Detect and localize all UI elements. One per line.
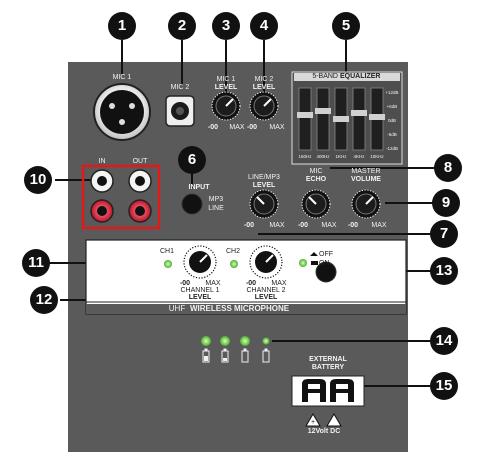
rca-jack-red-in [90,199,114,223]
mic1-level-label-bottom: LEVEL [214,84,238,91]
eq-freq-5: 10KHz [370,154,384,159]
rca-jack-red-out [128,199,152,223]
eq-db-1: +12dB [385,90,399,95]
channel2-label-top: CHANNEL 2 [246,287,286,294]
mic1-level-label-top: MIC 1 [216,76,236,83]
eq-db-3: 0dB [387,118,396,123]
wireless-panel [85,239,407,315]
input-label: INPUT [188,184,210,191]
ch1-led [164,260,172,268]
eq-freq-1: 160Hz [298,154,312,159]
off-label: OFF [319,251,333,258]
mic1-min-label: -00 [207,124,219,131]
ch2-led [230,260,238,268]
power-led [299,259,307,267]
eq-title-b: EQUALIZER [340,73,381,80]
eq-db-5: -12dB [385,146,398,151]
battery-leds [201,336,270,346]
mic-echo-label-bottom: ECHO [305,176,327,183]
callout-5: 5 [332,12,360,40]
line-min-label: -00 [243,222,255,229]
mic2-level-knob [249,91,279,121]
callout-7: 7 [430,220,458,248]
line-mp3-label-bottom: LEVEL [252,182,276,189]
ch1-max-label: MAX [205,280,221,287]
xlr-socket [100,90,144,134]
mic2-max-label: MAX [269,124,285,131]
ch1-label: CH1 [159,248,174,255]
external-label: EXTERNAL [309,356,347,363]
master-label-bottom: VOLUME [351,176,381,183]
wireless-mic-label: WIRELESS MICROPHONE [190,304,290,313]
ch2-label: CH2 [225,248,240,255]
channel2-label-bottom: LEVEL [254,294,278,301]
line-label: LINE [208,205,224,212]
rca-jack-white-in [90,169,114,193]
eq-title-a: 5-BAND [312,73,338,80]
mic2-min-label: -00 [246,124,258,131]
input-select-button [181,193,203,215]
rca-jack-white-out [128,169,152,193]
callout-12: 12 [30,286,58,314]
callout-9: 9 [432,189,460,217]
rca-out-label: OUT [132,158,148,165]
eq-db-4: -6dB [387,132,397,137]
battery-dc-label: 12Volt DC [307,428,341,435]
mic-echo-knob [301,189,331,219]
uhf-label: UHF [168,304,186,313]
mic1-label: MIC 1 [112,74,132,81]
callout-11: 11 [22,249,50,277]
callout-6: 6 [178,146,206,174]
master-min-label: -00 [347,222,359,229]
channel2-level-knob [249,245,283,279]
battery-label: BATTERY [311,364,345,371]
eq-freq-4: 4KHz [353,154,365,159]
master-max-label: MAX [371,222,387,229]
mic2-level-label-top: MIC 2 [254,76,274,83]
callout-1: 1 [108,12,136,40]
channel1-label-bottom: LEVEL [188,294,212,301]
callout-8: 8 [434,154,462,182]
callout-13: 13 [430,257,458,285]
battery-level-icons [202,348,270,363]
ch2-min-label: -00 [245,280,257,287]
line-mp3-label-top: LINE/MP3 [248,174,280,181]
callout-14: 14 [430,327,458,355]
eq-freq-3: 1KHz [335,154,347,159]
mic1-max-label: MAX [229,124,245,131]
mic1-level-knob [211,91,241,121]
on-label: ON [319,260,330,267]
callout-10: 10 [24,166,52,194]
callout-15: 15 [430,372,458,400]
line-max-label: MAX [269,222,285,229]
channel1-level-knob [183,245,217,279]
ch2-max-label: MAX [271,280,287,287]
callout-4: 4 [250,12,278,40]
power-button [315,261,337,283]
eq-freq-2: 400Hz [316,154,330,159]
svg-text:+: + [311,419,315,426]
rca-in-label: IN [98,158,106,165]
echo-max-label: MAX [321,222,337,229]
mic-echo-label-top: MIC [309,168,323,175]
master-label-top: MASTER [351,168,381,175]
channel1-label-top: CHANNEL 1 [180,287,220,294]
battery-terminal-glyphs [302,379,354,402]
eq-db-2: +6dB [386,104,398,109]
echo-min-label: -00 [297,222,309,229]
eq-sliders [297,87,385,151]
ch1-min-label: -00 [179,280,191,287]
line-mp3-level-knob [249,189,279,219]
master-volume-knob [351,189,381,219]
mp3-label: MP3 [208,196,224,203]
terminal-plus-icon [305,413,321,427]
callout-2: 2 [168,12,196,40]
mic2-level-label-bottom: LEVEL [252,84,276,91]
rca-outline [81,164,161,230]
callout-3: 3 [212,12,240,40]
mic2-label: MIC 2 [170,84,190,91]
terminal-minus-icon [326,413,342,427]
